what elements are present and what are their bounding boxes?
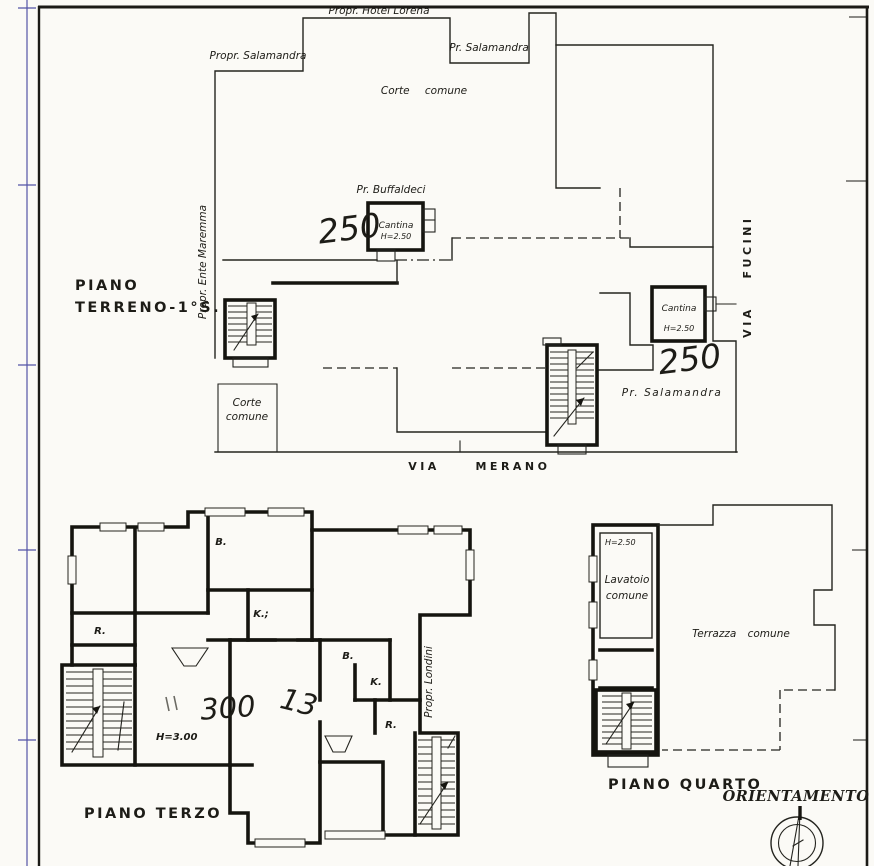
label-prop-salamandra-top-right: Pr. Salamandra [449,42,529,54]
ground-floor-title-1: PIANO [75,278,139,294]
third-floor-plan: B. K.; R. B. K. R. 300 13 H=3.00 Propr. … [60,507,475,848]
label-cantina-left-height: H=2.50 [381,232,412,241]
room-label-r2: R. [385,720,397,731]
street-via-right: VIA [741,306,754,338]
handwritten-300: 300 [199,689,257,727]
label-lavatoio-comune: comune [606,590,648,602]
pencil-marks [165,695,178,712]
label-prop-hotel-lorena: Propr. Hotel Lorena [328,5,429,17]
label-height-2-50: H=2.50 [605,538,636,547]
street-via: VIA [408,460,440,473]
handwritten-250-right: 250 [656,336,723,382]
label-prop-ente-maremma: Propr. Ente Maremma [197,205,209,319]
fourth-floor-title: PIANO QUARTO [608,777,762,793]
binding-margin-line [18,0,36,866]
label-prop-buffaldeci: Pr. Buffaldeci [357,184,426,196]
staircase-third-left [66,668,132,758]
boundary-right-block [555,44,737,453]
room-label-b2: B. [342,651,353,662]
label-lavatoio: Lavatoio [605,574,650,586]
label-corte-left-2: comune [226,411,268,423]
orientation-block: ORIENTAMENTO [723,788,870,866]
lavatoio-room [599,532,653,639]
cantina-unit-left [366,201,436,262]
windows [67,507,475,848]
label-terrazza-comune: Terrazza comune [692,628,790,640]
label-prop-londini: Propr. Londini [423,646,435,718]
door-symbol [324,735,353,753]
staircase-ground-left [223,298,277,368]
street-fucini: FUCINI [741,216,754,279]
page-frame [37,5,869,866]
street-merano: MERANO [475,460,550,473]
label-prop-salamandra-top-left: Propr. Salamandra [210,50,307,62]
staircase-third-right [418,735,456,830]
label-height-3-00: H=3.00 [156,732,197,743]
cantina-unit-right [650,285,737,343]
room-label-k2: K. [370,677,382,688]
third-floor-title: PIANO TERZO [84,806,222,822]
handwritten-250-left: 250 [316,205,383,251]
door-symbol [170,647,210,667]
ground-floor-title-2: TERRENO-1°S. [75,300,221,316]
orientation-title: ORIENTAMENTO [723,788,870,805]
room-label-r1: R. [94,626,106,637]
ground-floor-plan: Propr. Hotel Lorena Propr. Salamandra Pr… [75,5,754,473]
label-corte-comune-top: Corte comune [381,85,467,97]
right-step-edge [596,292,654,371]
label-prop-salamandra-right-unit: Pr. Salamandra [622,387,723,399]
apartment-outline [60,510,472,845]
label-corte-left-1: Corte [233,397,262,409]
room-label-b1: B. [215,537,226,548]
fourth-floor-plan: H=2.50 Lavatoio comune Terrazza comune P… [588,504,836,793]
terrace-outline [657,504,836,691]
staircase-fourth [594,688,658,754]
boundary-outline [214,12,601,359]
label-cantina-right: Cantina [662,304,697,314]
compass-icon [770,806,824,866]
handwritten-note-13: 13 [277,681,321,723]
staircase-ground-right [542,337,599,455]
label-cantina-right-height: H=2.50 [664,324,695,333]
label-cantina-left: Cantina [379,221,414,231]
room-label-k1: K.; [253,609,269,620]
